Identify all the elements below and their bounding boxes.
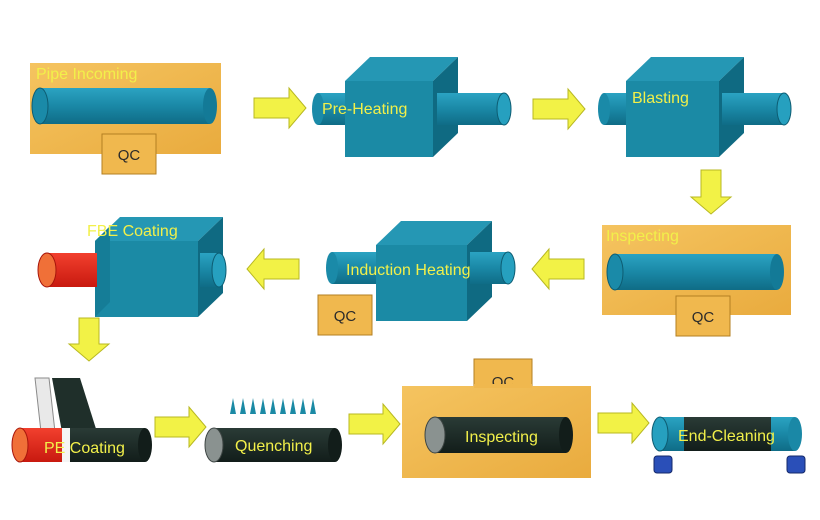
arrow-right-2 bbox=[532, 87, 586, 131]
inspecting-1-pipe bbox=[615, 254, 777, 290]
end-cleaning-pipe-end bbox=[651, 416, 669, 452]
step-pe-coating: PE Coating bbox=[11, 377, 152, 463]
pe-film-white bbox=[34, 377, 56, 433]
blasting-pipe-left-end bbox=[598, 93, 610, 125]
step-inspecting-1: QC Inspecting bbox=[602, 225, 791, 337]
end-cleaning-pipe-end-right bbox=[788, 417, 802, 451]
arrow-left-2 bbox=[246, 247, 300, 291]
pe-white-band bbox=[62, 428, 70, 462]
pe-pipe-end-right bbox=[138, 428, 152, 462]
blasting-box-front bbox=[626, 81, 719, 157]
blasting-pipe-right bbox=[722, 93, 784, 125]
arrow-down-1 bbox=[689, 169, 733, 215]
step-end-cleaning: End-Cleaning bbox=[651, 416, 806, 474]
water-spray-nozzles bbox=[230, 398, 316, 414]
pe-pipe-end bbox=[11, 427, 29, 463]
inspecting-2-pipe-end bbox=[424, 416, 446, 454]
pipe-incoming-pipe-end-right bbox=[203, 88, 217, 124]
arrow-right-4 bbox=[348, 402, 401, 446]
end-cleaning-roller-right bbox=[786, 455, 806, 474]
inspecting-2-pipe bbox=[435, 417, 566, 453]
pipe-incoming-label: Pipe Incoming bbox=[36, 66, 137, 83]
arrow-left-1 bbox=[531, 247, 585, 291]
pre-heating-pipe-right bbox=[437, 93, 504, 125]
pre-heating-label: Pre-Heating bbox=[322, 101, 407, 118]
fbe-box-bevel bbox=[95, 226, 110, 317]
step-quenching: Quenching bbox=[204, 398, 342, 463]
quenching-pipe bbox=[214, 428, 335, 462]
fbe-pipe-right-end bbox=[211, 252, 227, 288]
step-inspecting-2: QC Inspecting bbox=[402, 358, 591, 478]
quenching-pipe-end-right bbox=[328, 428, 342, 462]
inspecting-2-label: Inspecting bbox=[465, 429, 538, 446]
fbe-box-top bbox=[95, 217, 223, 241]
blasting-label: Blasting bbox=[632, 90, 689, 107]
fbe-coating-label: FBE Coating bbox=[87, 223, 178, 240]
pre-heating-pipe-right-end bbox=[496, 92, 512, 126]
step-pipe-incoming: QC Pipe Incoming bbox=[30, 63, 221, 175]
pre-heating-pipe-left-end bbox=[312, 93, 324, 125]
quenching-label: Quenching bbox=[235, 438, 312, 455]
fbe-coated-pipe-end bbox=[37, 252, 57, 288]
arrow-right-1 bbox=[253, 86, 307, 130]
arrow-right-5 bbox=[597, 401, 650, 445]
qc-label-2: QC bbox=[692, 309, 715, 326]
induction-pipe-left bbox=[332, 252, 377, 284]
pe-extruder-dark bbox=[52, 378, 97, 432]
induction-box-top bbox=[376, 221, 492, 245]
induction-pipe-right-end bbox=[500, 251, 516, 285]
step-pre-heating: Pre-Heating bbox=[312, 57, 512, 157]
arrow-right-3 bbox=[154, 405, 207, 449]
end-cleaning-label: End-Cleaning bbox=[678, 428, 775, 445]
induction-box-front bbox=[376, 245, 467, 321]
inspecting-1-pipe-end-right bbox=[770, 254, 784, 290]
qc-box-1 bbox=[101, 133, 157, 175]
inspecting-1-pipe-end bbox=[606, 253, 624, 291]
qc-box-4-join bbox=[474, 384, 532, 388]
pre-heating-box-top bbox=[345, 57, 458, 81]
qc-box-2 bbox=[675, 295, 731, 337]
pre-heating-box-front bbox=[345, 81, 433, 157]
inspecting-2-pipe-end-right bbox=[559, 417, 573, 453]
inspecting-1-label: Inspecting bbox=[606, 228, 679, 245]
end-cleaning-roller-left bbox=[653, 455, 673, 474]
fbe-box-front bbox=[95, 241, 198, 317]
induction-pipe-left-end bbox=[326, 252, 338, 284]
blasting-box-top bbox=[626, 57, 744, 81]
qc-box-3 bbox=[317, 294, 373, 336]
pipe-incoming-pipe-end bbox=[31, 87, 49, 125]
arrow-down-2 bbox=[67, 317, 111, 362]
quenching-pipe-end bbox=[204, 427, 224, 463]
qc-label-3: QC bbox=[334, 308, 357, 325]
step-induction-heating: QC Induction Heating bbox=[317, 221, 516, 336]
pe-coating-label: PE Coating bbox=[44, 440, 125, 457]
step-blasting: Blasting bbox=[598, 57, 792, 157]
pipe-incoming-pipe bbox=[40, 88, 210, 124]
induction-heating-label: Induction Heating bbox=[346, 262, 471, 279]
qc-label-1: QC bbox=[118, 147, 141, 164]
blasting-pipe-right-end bbox=[776, 92, 792, 126]
step-fbe-coating: FBE Coating bbox=[37, 217, 227, 317]
